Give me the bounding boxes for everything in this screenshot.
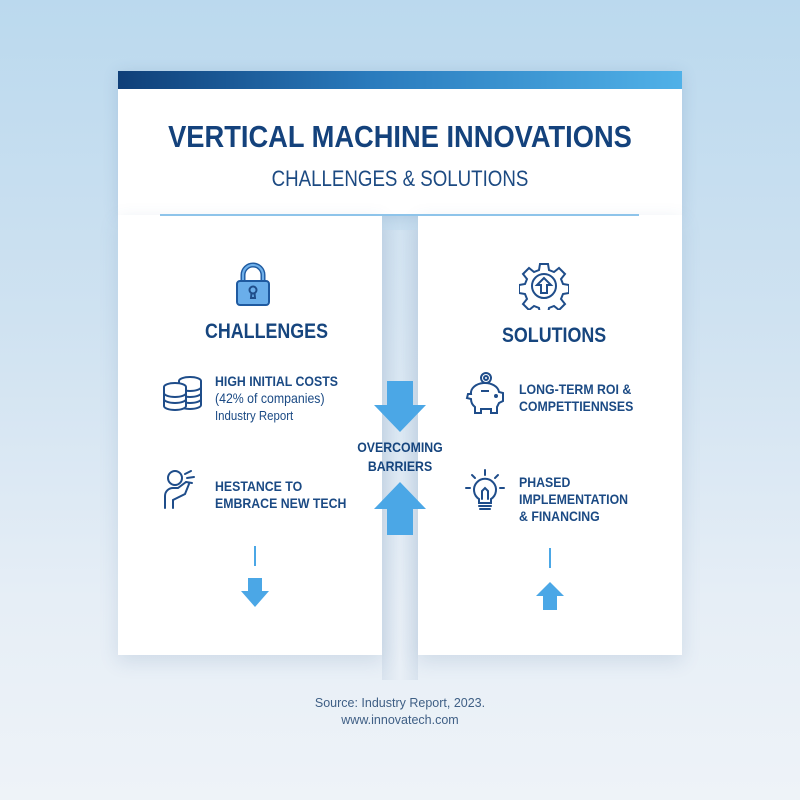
hesitant-person-icon (163, 468, 197, 510)
solution-item-phased: PHASED IMPLEMENTATION & FINANCING (519, 474, 628, 525)
header-card: VERTICAL MACHINE INNOVATIONS CHALLENGES … (118, 71, 682, 215)
center-label-line2: BARRIERS (367, 458, 433, 474)
solution-roi-line1: LONG-TERM ROI & (519, 381, 632, 397)
challenge-item-hesitance: HESTANCE TO EMBRACE NEW TECH (215, 478, 346, 512)
challenge-costs-source: Industry Report (215, 408, 294, 423)
piggy-bank-icon (465, 372, 505, 416)
challenge-item-costs: HIGH INITIAL COSTS (42% of companies) In… (215, 373, 338, 424)
footer: Source: Industry Report, 2023. www.innov… (0, 695, 800, 729)
lightbulb-icon (465, 469, 505, 513)
center-column-shade (382, 230, 418, 680)
challenge-costs-title: HIGH INITIAL COSTS (215, 373, 338, 389)
solution-phased-line3: & FINANCING (519, 508, 600, 524)
challenge-hesitance-line1: HESTANCE TO (215, 478, 303, 494)
center-label-line1: OVERCOMING (357, 439, 443, 455)
gear-upload-icon (519, 262, 569, 310)
footer-source: Source: Industry Report, 2023. (314, 696, 486, 710)
solution-phased-line1: PHASED (519, 474, 571, 490)
footer-url[interactable]: www.innovatech.com (341, 713, 459, 727)
challenge-hesitance-line2: EMBRACE NEW TECH (215, 495, 347, 511)
coin-stacks-icon (162, 375, 204, 411)
solutions-title: SOLUTIONS (502, 324, 607, 347)
page-subtitle: CHALLENGES & SOLUTIONS (271, 166, 529, 191)
challenge-costs-stat: (42% of companies) (215, 390, 325, 406)
padlock-icon (234, 262, 272, 308)
center-down-arrow-icon (373, 381, 427, 433)
overcoming-barriers-label: OVERCOMING BARRIERS (356, 438, 444, 476)
challenges-title: CHALLENGES (205, 320, 328, 343)
header-accent-bar (118, 71, 682, 89)
header-divider (160, 214, 639, 216)
down-arrow-icon (240, 546, 270, 608)
up-arrow-icon (535, 548, 565, 612)
solutions-panel (418, 215, 682, 655)
center-up-arrow-icon (373, 482, 427, 536)
page-title: VERTICAL MACHINE INNOVATIONS (168, 119, 632, 154)
solution-item-roi: LONG-TERM ROI & COMPETTIENNSES (519, 381, 633, 415)
solution-phased-line2: IMPLEMENTATION (519, 491, 629, 507)
solution-roi-line2: COMPETTIENNSES (519, 398, 634, 414)
